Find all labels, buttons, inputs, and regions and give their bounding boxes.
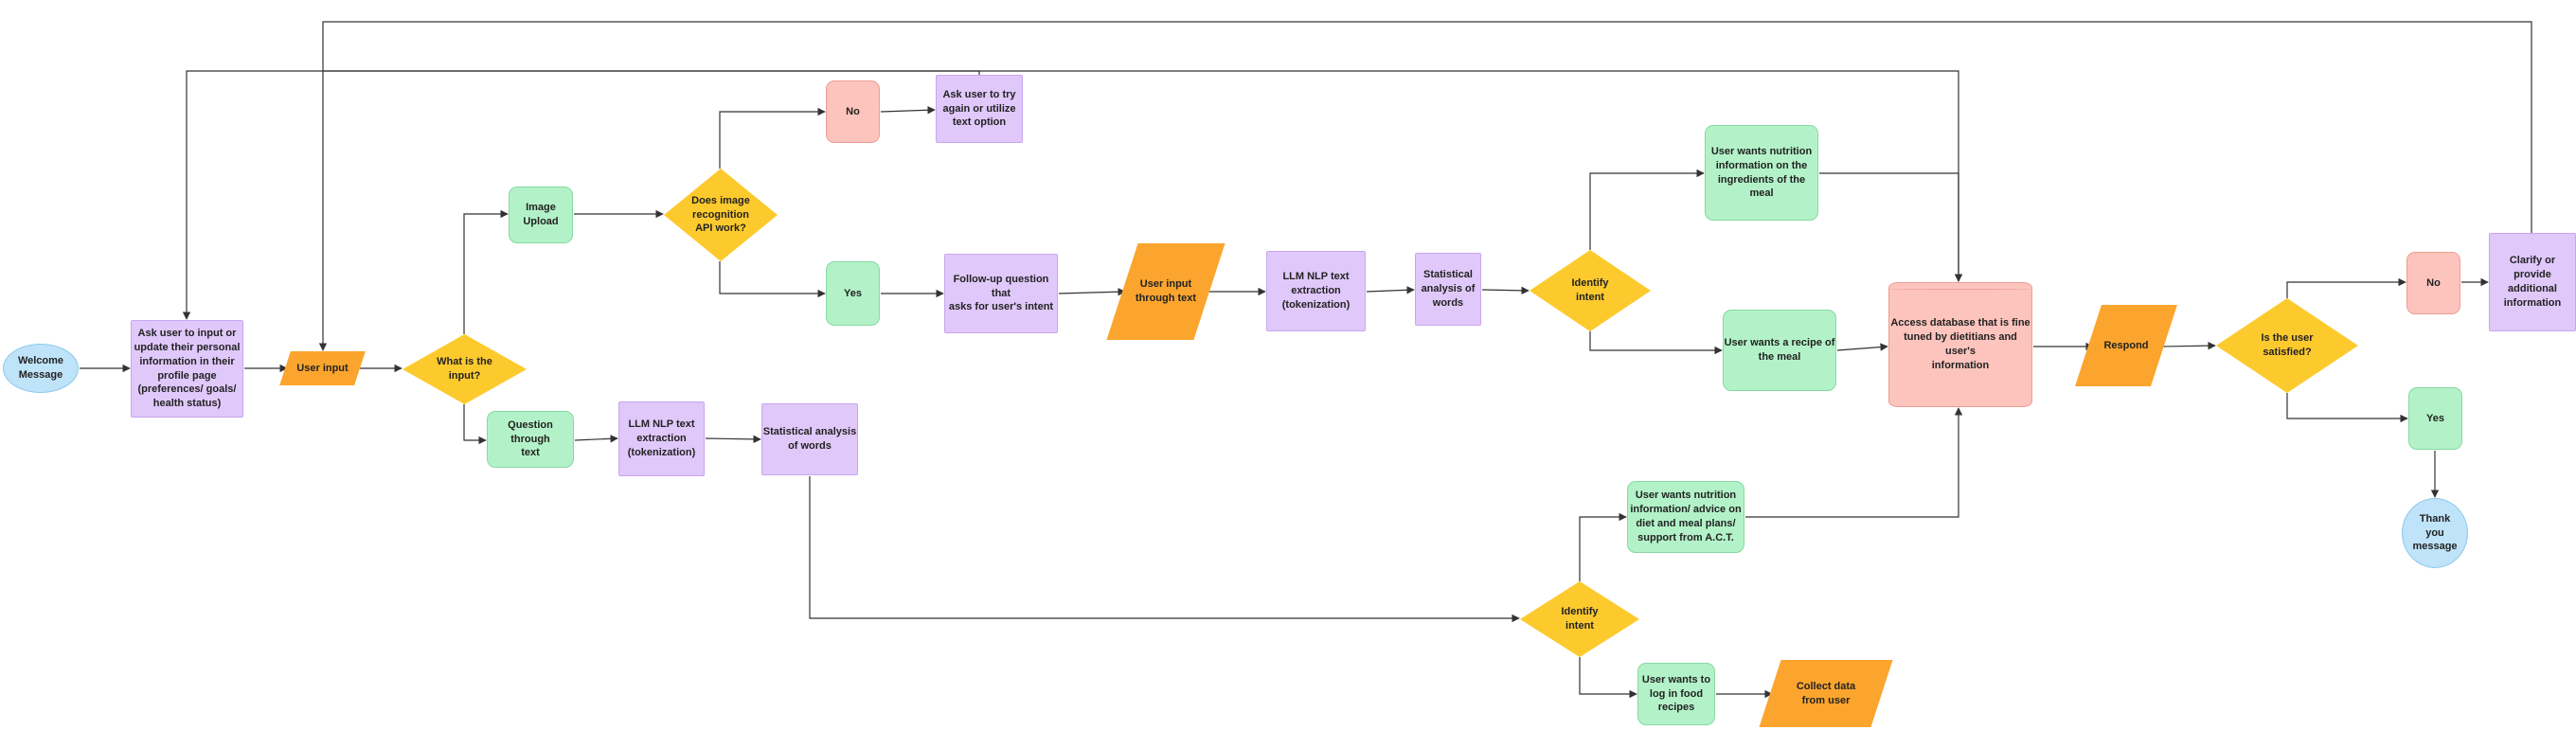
edge-clarify-input-loop: [318, 21, 2532, 351]
api-yes-node[interactable]: Yes: [826, 261, 880, 326]
nutrition-advice-node[interactable]: User wants nutrition information/ advice…: [1627, 481, 1744, 553]
api-no-label: No: [846, 105, 860, 117]
question-text-node[interactable]: Question through text: [487, 411, 574, 468]
edge-statbottom-intent: [809, 476, 1520, 623]
statistical-analysis-bottom-label: Statistical analysis of words: [762, 426, 857, 452]
llm-extraction-bottom-node[interactable]: LLM NLP text extraction (tokenization): [618, 401, 705, 476]
welcome-message-node[interactable]: Welcome Message: [3, 344, 79, 393]
user-satisfied-decision[interactable]: Is the user satisfied?: [2216, 298, 2358, 393]
edge-advice-db: [1745, 407, 1963, 518]
ask-retry-label: Ask user to try again or utilize text op…: [942, 88, 1016, 129]
edge-api-yes: [719, 261, 826, 298]
image-upload-label: Image Upload: [523, 202, 559, 227]
identify-intent-bottom-label: Identify intent: [1561, 606, 1599, 632]
thank-you-label: Thank you message: [2412, 512, 2458, 553]
edge-decision-image: [463, 209, 509, 334]
question-text-label: Question through text: [508, 418, 553, 459]
ask-retry-node[interactable]: Ask user to try again or utilize text op…: [936, 75, 1023, 143]
log-food-label: User wants to log in food recipes: [1641, 673, 1711, 714]
edge-no-retry: [880, 106, 936, 115]
statistical-analysis-top-label: Statistical analysis of words: [1421, 269, 1476, 309]
text-input-label: User input through text: [1135, 278, 1197, 304]
nutrition-advice-label: User wants nutrition information/ advice…: [1630, 490, 1742, 543]
respond-label: Respond: [2103, 339, 2149, 351]
database-node[interactable]: Access database that is fine tuned by di…: [1888, 282, 2032, 407]
recipe-request-node[interactable]: User wants a recipe of the meal: [1723, 310, 1836, 391]
recipe-request-label: User wants a recipe of the meal: [1724, 337, 1835, 363]
edge-recipe-db: [1836, 343, 1888, 351]
edge-followup-textinput: [1058, 288, 1126, 296]
collect-data-node[interactable]: Collect data from user: [1770, 660, 1882, 727]
edge-intent-recipe: [1589, 331, 1723, 355]
nutrition-ingredients-node[interactable]: User wants nutrition information on the …: [1705, 125, 1818, 221]
thank-you-node[interactable]: Thank you message: [2402, 498, 2468, 568]
edge-db-loop-top: [323, 70, 1963, 282]
text-input-node[interactable]: User input through text: [1122, 243, 1209, 340]
satisfied-no-label: No: [2426, 276, 2441, 289]
welcome-message-label: Welcome Message: [17, 355, 64, 381]
image-upload-node[interactable]: Image Upload: [509, 187, 573, 243]
edge-respond-satisfied: [2160, 341, 2216, 350]
what-is-input-decision[interactable]: What is the input?: [402, 334, 527, 404]
collect-data-label: Collect data from user: [1796, 680, 1856, 706]
llm-extraction-top-label: LLM NLP text extraction (tokenization): [1281, 271, 1351, 311]
user-input-node[interactable]: User input: [285, 351, 360, 385]
followup-question-label: Follow-up question that asks for user's …: [948, 273, 1054, 313]
satisfied-yes-node[interactable]: Yes: [2408, 387, 2462, 450]
edge-api-no: [719, 107, 826, 169]
image-api-decision[interactable]: Does image recognition API work?: [664, 169, 778, 261]
profile-update-label: Ask user to input or update their person…: [134, 327, 241, 410]
identify-intent-bottom-decision[interactable]: Identify intent: [1520, 581, 1639, 657]
edge-intent-logfood: [1579, 657, 1637, 699]
edge-llm-statbottom: [705, 435, 761, 444]
user-input-label: User input: [296, 362, 349, 374]
llm-extraction-bottom-label: LLM NLP text extraction (tokenization): [627, 418, 696, 458]
edge-satisfied-yes: [2286, 393, 2408, 423]
profile-update-node[interactable]: Ask user to input or update their person…: [131, 320, 243, 418]
edge-nutrition-db: [1819, 172, 1963, 282]
clarify-node[interactable]: Clarify or provide additional informatio…: [2489, 233, 2576, 331]
satisfied-yes-label: Yes: [2426, 412, 2444, 424]
user-satisfied-label: Is the user satisfied?: [2261, 332, 2314, 358]
clarify-label: Clarify or provide additional informatio…: [2503, 255, 2562, 309]
api-no-node[interactable]: No: [826, 80, 880, 143]
edge-intent-advice: [1579, 512, 1627, 581]
edge-question-llm: [574, 435, 618, 443]
edge-llm-stat: [1366, 286, 1415, 294]
log-food-node[interactable]: User wants to log in food recipes: [1637, 663, 1715, 725]
statistical-analysis-bottom-node[interactable]: Statistical analysis of words: [761, 403, 858, 475]
what-is-input-label: What is the input?: [437, 356, 492, 382]
satisfied-no-node[interactable]: No: [2406, 252, 2460, 314]
edge-satisfied-no: [2286, 277, 2406, 298]
identify-intent-top-decision[interactable]: Identify intent: [1530, 250, 1651, 331]
identify-intent-top-label: Identify intent: [1571, 277, 1609, 303]
statistical-analysis-top-node[interactable]: Statistical analysis of words: [1415, 253, 1481, 326]
edge-stat-intent: [1481, 286, 1530, 295]
llm-extraction-top-node[interactable]: LLM NLP text extraction (tokenization): [1266, 251, 1366, 331]
respond-node[interactable]: Respond: [2088, 305, 2164, 386]
nutrition-ingredients-label: User wants nutrition information on the …: [1710, 145, 1813, 200]
image-api-label: Does image recognition API work?: [691, 194, 750, 235]
database-label: Access database that is fine tuned by di…: [1890, 317, 2030, 371]
edge-decision-text: [463, 404, 487, 445]
followup-question-node[interactable]: Follow-up question that asks for user's …: [944, 254, 1058, 333]
edge-intent-nutrition: [1589, 169, 1705, 250]
api-yes-label: Yes: [844, 287, 862, 299]
